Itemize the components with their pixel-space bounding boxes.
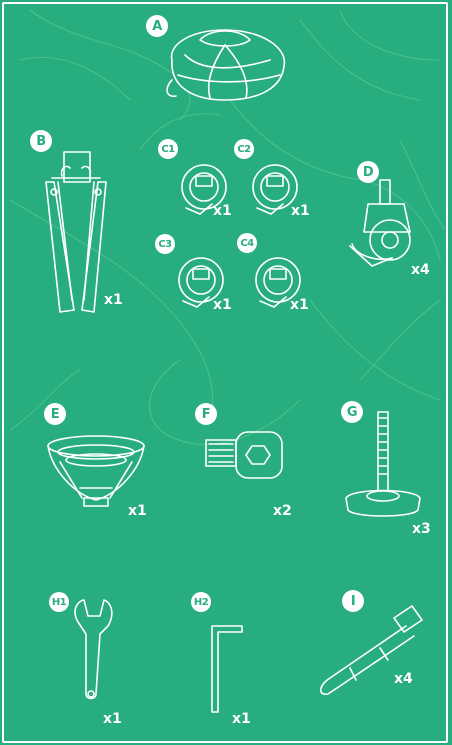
part-c2-quantity: x1 [291, 203, 310, 219]
part-f-badge: F [195, 403, 217, 425]
wrench-icon [75, 600, 112, 699]
part-a-badge: A [146, 15, 168, 37]
bolt-icon [206, 432, 282, 478]
part-e-quantity: x1 [128, 503, 147, 519]
caster-wheel-icon [350, 180, 410, 266]
cover-bag-icon [167, 30, 284, 100]
part-h2-quantity: x1 [232, 711, 251, 727]
part-e-badge: E [44, 403, 66, 425]
part-h1-quantity: x1 [103, 711, 122, 727]
part-c1-quantity: x1 [213, 203, 232, 219]
hex-key-icon [212, 626, 242, 712]
part-c2-badge: C2 [234, 139, 254, 159]
leg-bracket-icon [46, 152, 106, 312]
part-d-badge: D [357, 161, 379, 183]
part-i-quantity: x4 [394, 671, 413, 687]
part-c1-badge: C1 [158, 139, 178, 159]
part-c3-quantity: x1 [213, 297, 232, 313]
part-b-badge: B [30, 130, 52, 152]
part-g-badge: G [341, 401, 363, 423]
part-c4-quantity: x1 [290, 297, 309, 313]
part-h1-badge: H1 [49, 592, 69, 612]
part-g-quantity: x3 [412, 521, 431, 537]
levelling-foot-icon [346, 412, 420, 516]
part-b-quantity: x1 [104, 292, 123, 308]
part-i-badge: I [342, 590, 364, 612]
part-f-quantity: x2 [273, 503, 292, 519]
part-c4-badge: C4 [237, 233, 257, 253]
base-cone-icon [48, 436, 144, 506]
part-d-quantity: x4 [411, 262, 430, 278]
part-c3-badge: C3 [155, 234, 175, 254]
part-h2-badge: H2 [191, 592, 211, 612]
